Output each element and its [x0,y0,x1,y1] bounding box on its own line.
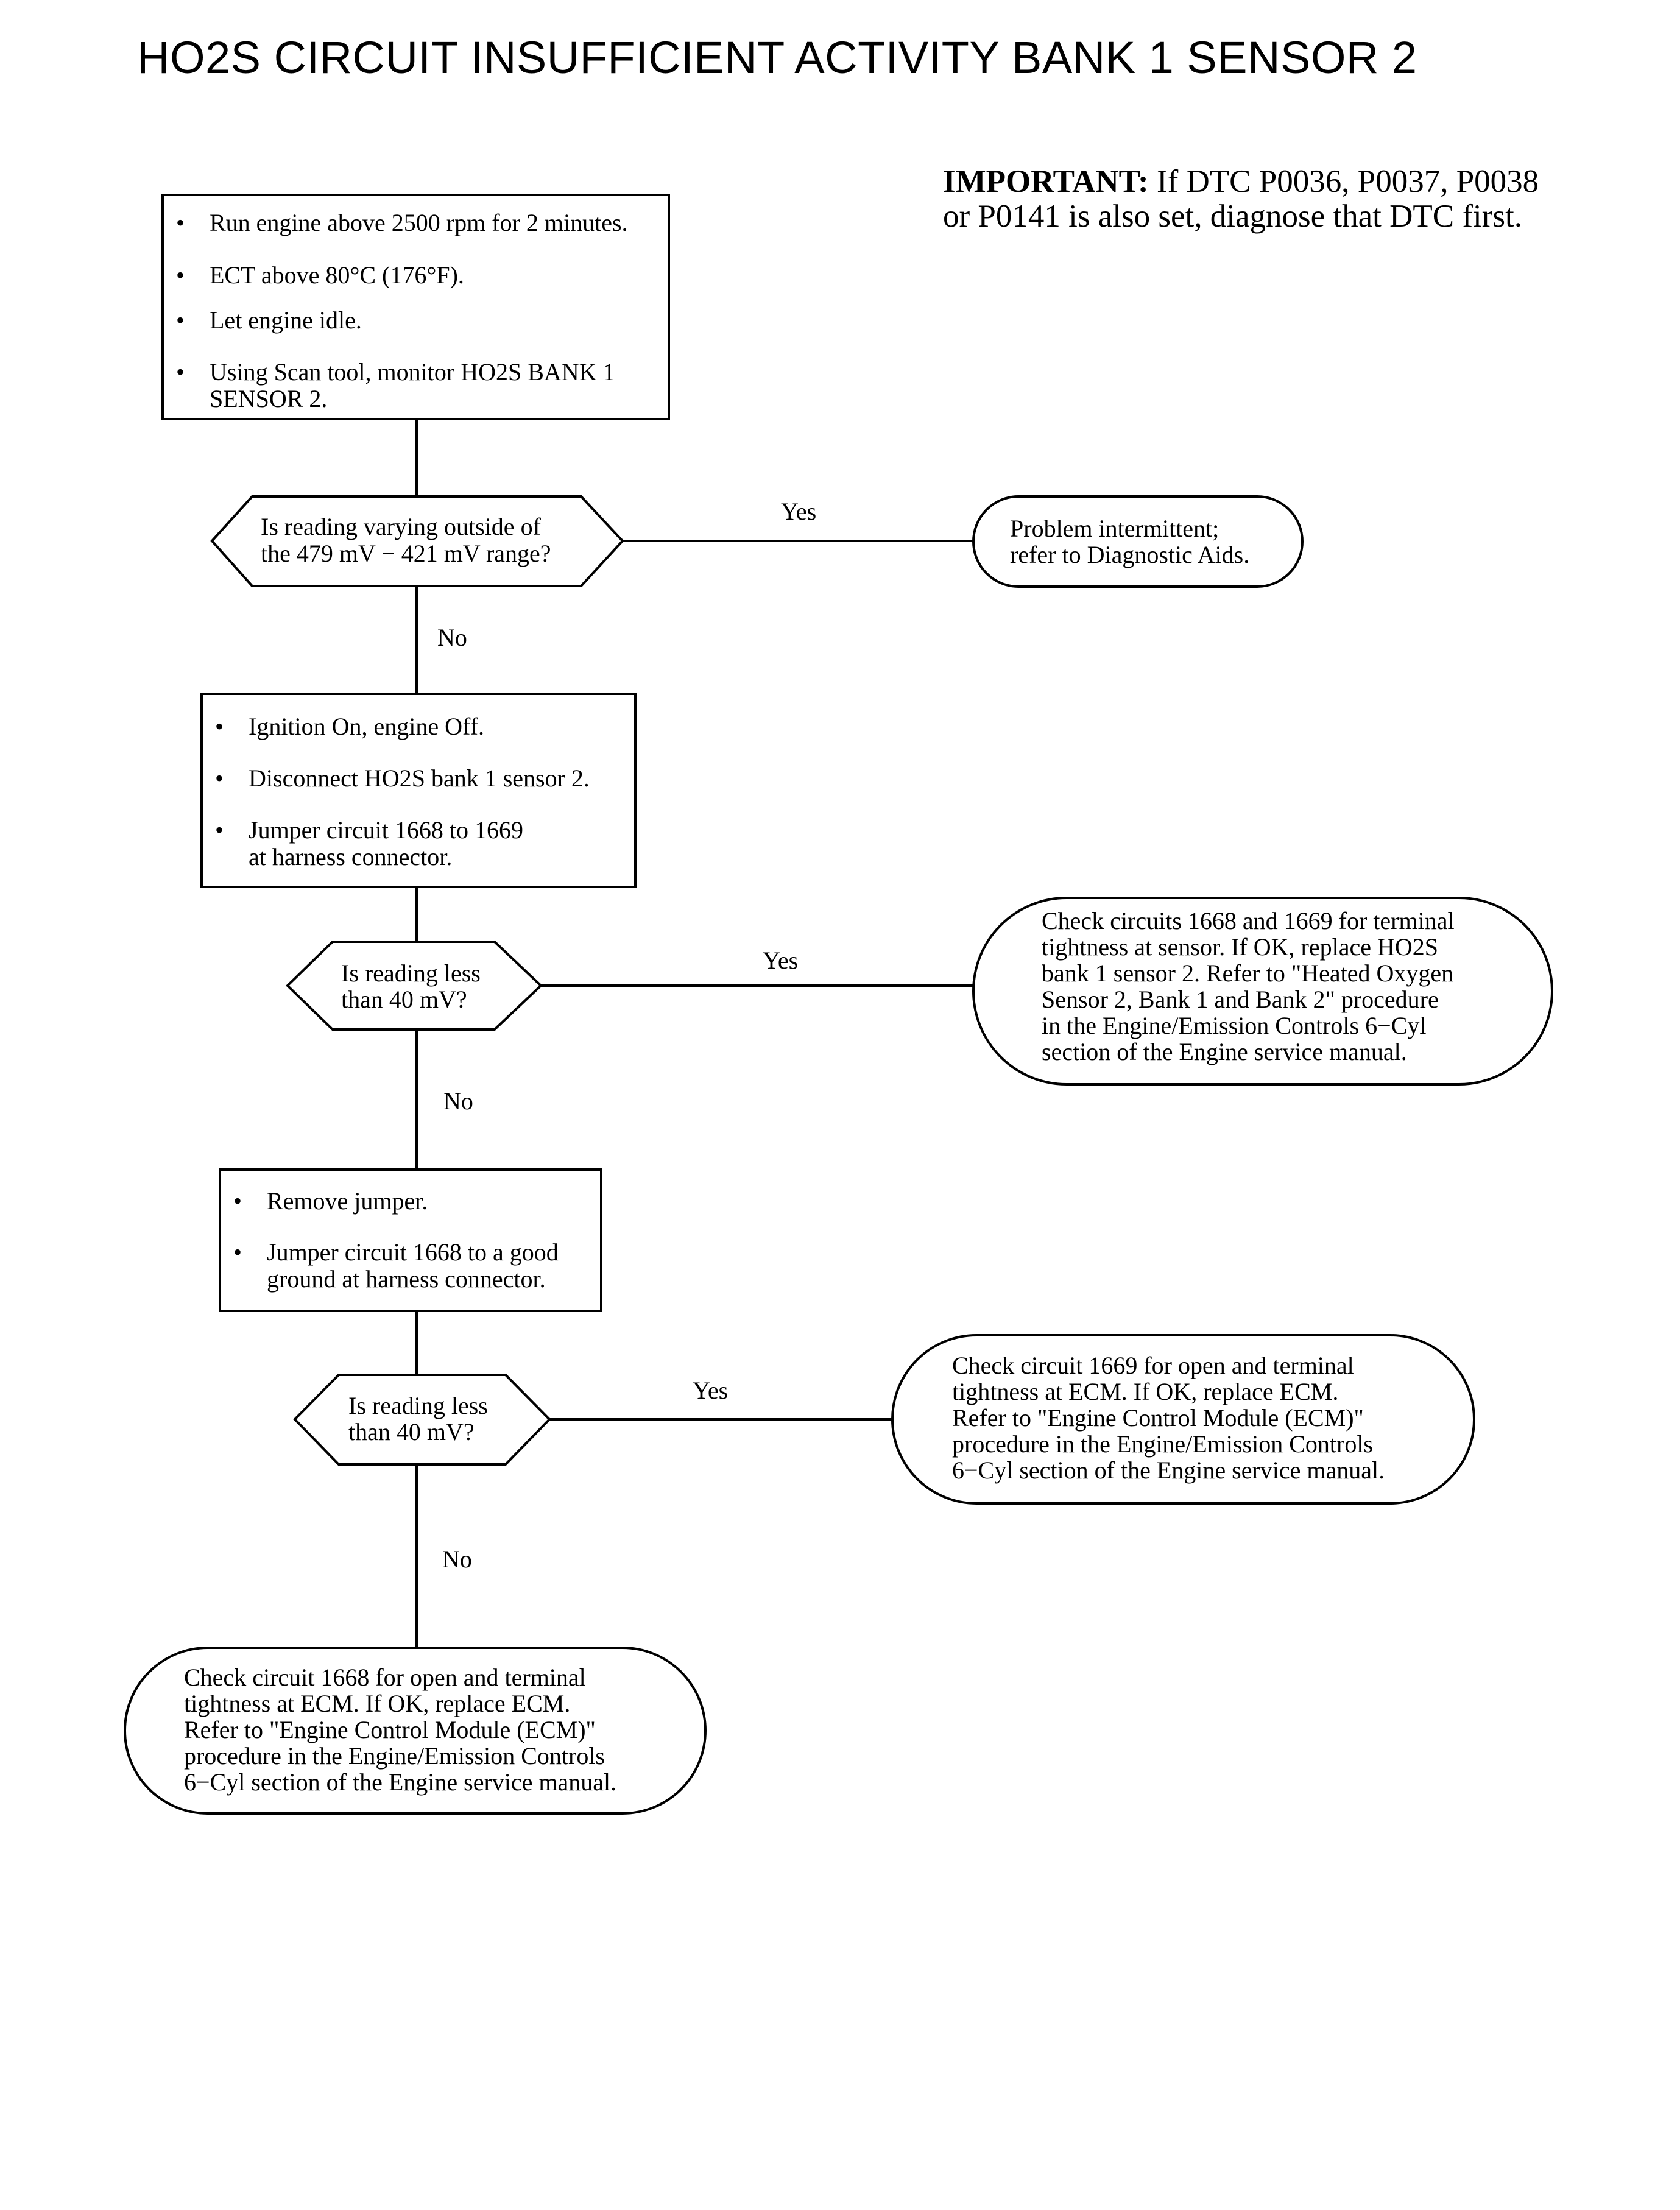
result4-shape [124,1647,707,1815]
important-label: IMPORTANT: [943,164,1149,199]
decision2-line2: than 40 mV? [341,986,467,1013]
important-line2: or P0141 is also set, diagnose that DTC … [943,199,1522,234]
decision2-shape [286,941,543,1031]
result2-line3: bank 1 sensor 2. Refer to "Heated Oxygen [1042,959,1454,987]
result1-line2: refer to Diagnostic Aids. [1010,541,1250,568]
result4-line3: Refer to "Engine Control Module (ECM)" [184,1716,596,1743]
step3-item: •Remove jumper. [233,1187,428,1215]
decision2-yes-label: Yes [763,947,799,974]
result3-line5: 6−Cyl section of the Engine service manu… [952,1456,1385,1484]
result2-line5: in the Engine/Emission Controls 6−Cyl [1042,1012,1427,1039]
result1-line1: Problem intermittent; [1010,515,1219,542]
decision1-no-label: No [437,624,467,651]
step3-box: •Remove jumper. •Jumper circuit 1668 to … [219,1168,602,1312]
result4-line5: 6−Cyl section of the Engine service manu… [184,1768,617,1796]
result4-line1: Check circuit 1668 for open and terminal [184,1664,586,1691]
step1-item: •ECT above 80°C (176°F). [176,261,464,289]
important-line1: If DTC P0036, P0037, P0038 [1156,164,1539,199]
result1-shape [972,495,1304,588]
result3-line2: tightness at ECM. If OK, replace ECM. [952,1378,1339,1405]
result3-shape [891,1334,1475,1505]
result3-line4: procedure in the Engine/Emission Control… [952,1430,1373,1458]
decision1-line2: the 479 mV − 421 mV range? [261,540,551,567]
decision1-shape [210,495,624,587]
step2-box: •Ignition On, engine Off. •Disconnect HO… [200,693,637,888]
result2-line6: section of the Engine service manual. [1042,1038,1407,1065]
result2-shape [972,897,1553,1086]
step1-box: •Run engine above 2500 rpm for 2 minutes… [161,194,670,420]
decision2-no-label: No [443,1087,473,1115]
result2-line2: tightness at sensor. If OK, replace HO2S [1042,933,1438,961]
result3-line1: Check circuit 1669 for open and terminal [952,1352,1354,1379]
step1-item: •Let engine idle. [176,306,362,334]
step2-item: •Ignition On, engine Off. [215,713,484,740]
result3-line3: Refer to "Engine Control Module (ECM)" [952,1404,1364,1432]
step2-item: •Disconnect HO2S bank 1 sensor 2. [215,764,590,792]
decision1-line1: Is reading varying outside of [261,513,541,540]
result4-line4: procedure in the Engine/Emission Control… [184,1742,605,1770]
result2-line4: Sensor 2, Bank 1 and Bank 2" procedure [1042,986,1439,1013]
decision3-no-label: No [442,1545,472,1573]
decision3-line1: Is reading less [348,1392,488,1419]
decision1-yes-label: Yes [781,498,817,525]
page-title: HO2S CIRCUIT INSUFFICIENT ACTIVITY BANK … [137,32,1417,83]
result2-line1: Check circuits 1668 and 1669 for termina… [1042,907,1455,934]
decision2-line1: Is reading less [341,959,481,987]
decision3-yes-label: Yes [693,1377,729,1404]
step1-item: •Run engine above 2500 rpm for 2 minutes… [176,209,628,236]
decision3-shape [293,1374,551,1466]
result4-line2: tightness at ECM. If OK, replace ECM. [184,1690,571,1717]
decision3-line2: than 40 mV? [348,1418,475,1446]
important-note: IMPORTANT: If DTC P0036, P0037, P0038 or… [943,164,1674,234]
